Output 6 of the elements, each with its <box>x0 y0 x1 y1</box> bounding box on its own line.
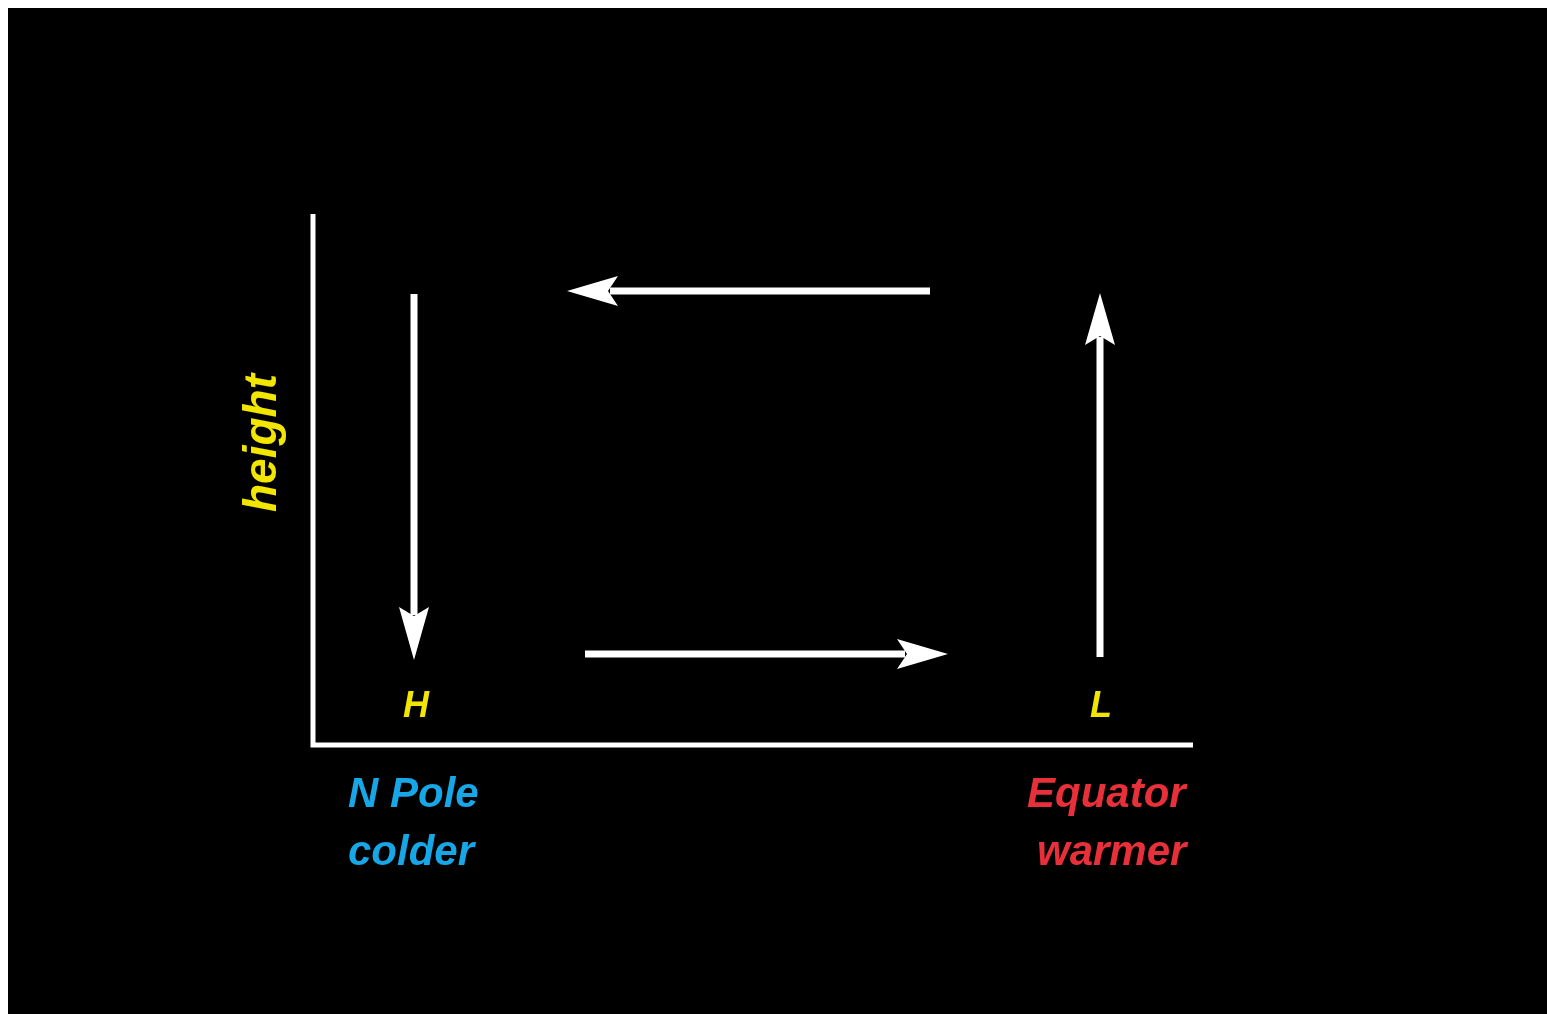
axis-end-label: Equator <box>1027 772 1186 814</box>
axis-end-label: warmer <box>1037 830 1187 872</box>
pressure-label: H <box>403 687 429 723</box>
axis-end-label: N Pole <box>348 772 479 814</box>
pressure-label: L <box>1090 687 1112 723</box>
axis-end-label: colder <box>348 830 475 872</box>
